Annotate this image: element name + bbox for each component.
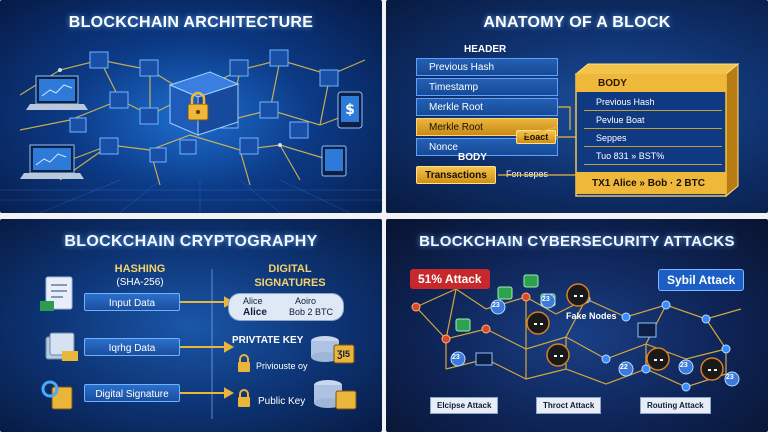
input-data-box: Input Data [84, 293, 180, 311]
attack-network [411, 274, 742, 392]
architecture-title: BLOCKCHAIN ARCHITECTURE [68, 14, 314, 31]
gold-block-tx: TX1 Alice » Bob · 2 BTC [592, 178, 705, 189]
gold-row-previous-hash: Previous Hash [584, 94, 722, 111]
network-diagram: $ [0, 49, 382, 213]
stack-icon [45, 332, 78, 361]
header-row-merkle-root: Merkle Root [416, 98, 558, 116]
hashing-sub: (SHA-256) [116, 277, 164, 288]
sybil-attack-tag: Sybil Attack [658, 269, 745, 291]
node-number-3: 23 [452, 354, 460, 361]
laptop-icon-left [26, 75, 88, 110]
signatures-sub: SIGNATURES [254, 277, 326, 289]
central-lock-block [168, 71, 240, 136]
public-key-label: Public Key [258, 396, 306, 407]
private-key-sub: Priviouste oy [256, 361, 308, 371]
tablet-icon [321, 145, 347, 177]
gold-row-tuo: Tuo 831 » BST% [584, 148, 722, 165]
digital-signature-box: Digital Signature [84, 384, 180, 402]
document-icon [40, 276, 73, 311]
anatomy-connectors [498, 62, 740, 198]
hooded-attacker-icons [526, 283, 724, 381]
attacks-title: BLOCKCHAIN CYBERSECURITY ATTACKS [419, 233, 735, 250]
attack-51-tag: 51% Attack [410, 269, 490, 289]
routing-attack-label: Routing Attack [640, 397, 711, 414]
gold-row-pevlue-boat: Pevlue Boat [584, 112, 722, 129]
node-number-4: 22 [620, 364, 628, 371]
header-row-previous-hash: Previous Hash [416, 58, 558, 76]
signatures-label: DIGITAL [268, 263, 312, 275]
private-badge: ƷI5 [337, 349, 351, 359]
iqrhg-data-box: Iqrhg Data [84, 338, 180, 356]
eclipse-attack-label: Elcipse Attack [430, 397, 499, 414]
cryptography-title: BLOCKCHAIN CRYPTOGRAPHY [64, 233, 318, 250]
crypto-graphics [40, 269, 357, 419]
gold-row-seppes: Seppes [584, 130, 722, 147]
panel-attacks: BLOCKCHAIN CYBERSECURITY ATTACKS [386, 219, 768, 432]
hashing-label: HASHING [114, 263, 166, 275]
panel-architecture: BLOCKCHAIN ARCHITECTURE [0, 0, 382, 213]
fake-nodes-label: Fake Nodes [566, 311, 617, 321]
node-number-1: 23 [542, 296, 550, 303]
bubble-line3: Aoiro [295, 296, 317, 306]
gold-block-title: BODY [598, 78, 627, 89]
link-label: Fon sepes [506, 169, 549, 179]
header-label: HEADER [464, 44, 507, 55]
transactions-box: Transactions [416, 166, 496, 184]
cylinder-icon-public [314, 380, 357, 410]
lock-icon-public [238, 389, 250, 407]
node-number-6: 23 [726, 374, 734, 381]
signature-bubble: Alice Alice Aoiro Bob 2 BTC [228, 293, 344, 321]
panel-anatomy: ANATOMY OF A BLOCK HEADER Previous Hash … [386, 0, 768, 213]
bubble-line2: Alice [243, 307, 267, 318]
header-row-timestamp: Timestamp [416, 78, 558, 96]
anatomy-title: ANATOMY OF A BLOCK [483, 14, 671, 31]
key-lock-icon-left [41, 380, 73, 410]
laptop-icon-bottom [20, 144, 84, 179]
gold-block-3d [574, 62, 740, 198]
panel-cryptography: BLOCKCHAIN CRYPTOGRAPHY HASHING (SHA-256… [0, 219, 382, 432]
bubble-line1: Alice [243, 296, 263, 306]
bubble-line4: Bob 2 BTC [289, 307, 334, 317]
svg-text:$: $ [345, 102, 355, 118]
lock-icon-private [238, 354, 250, 372]
phone-icon: $ [337, 91, 363, 129]
node-number-2: 23 [492, 302, 500, 309]
node-number-5: 23 [680, 362, 688, 369]
throct-attack-label: Throct Attack [536, 397, 602, 414]
body-label: BODY [458, 152, 487, 163]
cylinder-icon-private [311, 336, 355, 364]
private-key-label: PRIVTATE KEY [232, 335, 304, 346]
